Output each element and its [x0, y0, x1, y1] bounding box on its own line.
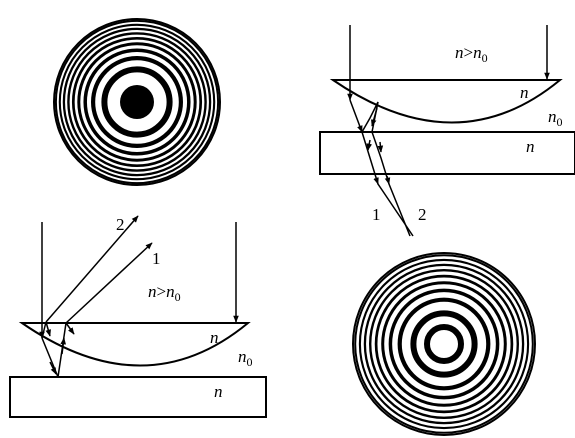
condition-label: n>n0 — [148, 282, 181, 304]
dark-ring — [358, 258, 530, 430]
plate-index-label: n — [214, 382, 223, 401]
first-dark-ring — [424, 324, 464, 364]
setup-transmission: n>n0 n n0 n 1 2 — [319, 25, 575, 237]
transmitted-rays — [349, 99, 414, 237]
dark-ring — [354, 254, 534, 434]
lens-index-label: n — [210, 328, 219, 347]
ray-1-label: 1 — [152, 249, 161, 268]
setup-reflection: 2 1 n>n0 n n0 n — [9, 215, 267, 418]
ray-2-label: 2 — [116, 215, 125, 234]
dark-center-spot — [120, 85, 154, 119]
dark-ring — [363, 263, 525, 425]
glass-plate — [9, 376, 267, 418]
glass-plate — [319, 131, 575, 175]
dark-ring — [77, 42, 197, 162]
ring-outline — [352, 252, 536, 436]
dark-ring — [388, 288, 500, 400]
ray-1-label: 1 — [372, 205, 381, 224]
condition-label: n>n0 — [455, 43, 488, 65]
ring-pattern-bright-center — [352, 252, 536, 436]
medium-index-label: n0 — [548, 107, 563, 129]
dark-ring — [62, 27, 212, 177]
dark-ring — [397, 297, 491, 391]
plate-index-label: n — [526, 137, 535, 156]
medium-index-label: n0 — [238, 347, 253, 369]
lens — [329, 79, 563, 124]
dark-ring — [58, 23, 216, 181]
ring-outline — [53, 18, 221, 186]
ring-pattern-dark-center — [53, 18, 221, 186]
dark-ring — [83, 48, 191, 156]
dark-ring — [67, 32, 207, 172]
dark-ring — [381, 281, 507, 407]
dark-ring — [410, 310, 478, 378]
dark-ring — [374, 274, 514, 414]
dark-ring — [54, 19, 220, 185]
lens-index-label: n — [520, 83, 529, 102]
dark-ring — [101, 66, 173, 138]
dark-ring — [71, 36, 203, 168]
lens — [18, 322, 251, 367]
dark-ring — [90, 55, 184, 149]
ray-2-label: 2 — [418, 205, 427, 224]
reflected-rays — [41, 215, 153, 378]
dark-ring — [369, 269, 520, 420]
